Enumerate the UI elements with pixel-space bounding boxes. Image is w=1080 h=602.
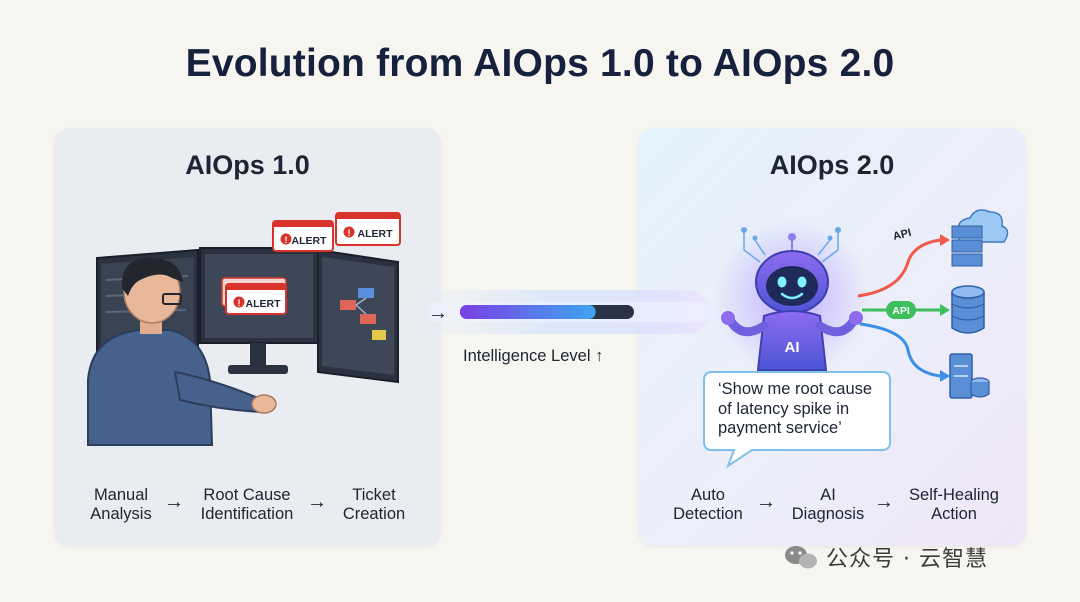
bubble-line-3: payment service’ xyxy=(718,419,842,437)
query-bubble xyxy=(703,371,891,469)
api-connector-green: API xyxy=(862,301,950,319)
step-ai-diagnosis: AI Diagnosis xyxy=(791,486,865,523)
api-label-1: API xyxy=(892,227,913,243)
robot-figure: AI xyxy=(714,220,870,376)
alert-box-1: ! ALERT xyxy=(272,220,334,252)
alert-label-2: ALERT xyxy=(358,228,394,240)
alert-label-3: ALERT xyxy=(246,298,282,310)
alert-label-1: ALERT xyxy=(292,235,328,247)
flow-arrow-right-1: → xyxy=(756,491,776,513)
robot-ai-label: AI xyxy=(785,339,800,356)
aiops-2-panel: AIOps 2.0 xyxy=(638,128,1026,546)
bubble-line-1: ‘Show me root cause xyxy=(718,380,873,398)
query-bubble-text: ‘Show me root cause of latency spike in … xyxy=(718,380,886,439)
beam-arrow: → xyxy=(428,302,448,324)
alert-box-3: ! ALERT xyxy=(221,277,287,315)
alert-box-2: ! ALERT xyxy=(335,212,401,246)
aiops-2-title: AIOps 2.0 xyxy=(769,150,895,180)
page-title: Evolution from AIOps 1.0 to AIOps 2.0 xyxy=(185,42,895,85)
aiops-1-title: AIOps 1.0 xyxy=(185,150,310,180)
api-connector-blue xyxy=(859,322,950,382)
wechat-icon xyxy=(785,546,817,569)
progress-fill xyxy=(460,305,596,319)
monitor-right xyxy=(317,248,399,384)
svg-text:!: ! xyxy=(238,298,241,308)
flow-arrow-right-2: → xyxy=(874,491,894,513)
cloud-server-icon xyxy=(951,209,1009,267)
step-self-healing-action: Self-Healing Action xyxy=(909,486,999,523)
api-label-2: API xyxy=(892,305,910,317)
server-rack-icon xyxy=(949,353,990,399)
api-connector-red: API xyxy=(857,227,950,298)
step-ticket-creation: Ticket Creation xyxy=(342,486,406,523)
intelligence-level-label: Intelligence Level ↑ xyxy=(463,347,604,365)
svg-text:!: ! xyxy=(285,235,288,245)
flow-arrow-left-2: → xyxy=(307,491,327,513)
bubble-line-2: of latency spike in xyxy=(718,399,850,418)
step-manual-analysis: Manual Analysis xyxy=(90,486,152,523)
watermark-text: 公众号 · 云智慧 xyxy=(826,547,988,572)
watermark: 公众号 · 云智慧 xyxy=(784,541,988,573)
step-auto-detection: Auto Detection xyxy=(673,486,743,523)
person-figure xyxy=(87,258,277,446)
step-root-cause-identification: Root Cause Identification xyxy=(200,486,294,523)
database-icon xyxy=(951,285,985,334)
flow-arrow-left-1: → xyxy=(164,491,184,513)
svg-text:!: ! xyxy=(348,228,351,238)
